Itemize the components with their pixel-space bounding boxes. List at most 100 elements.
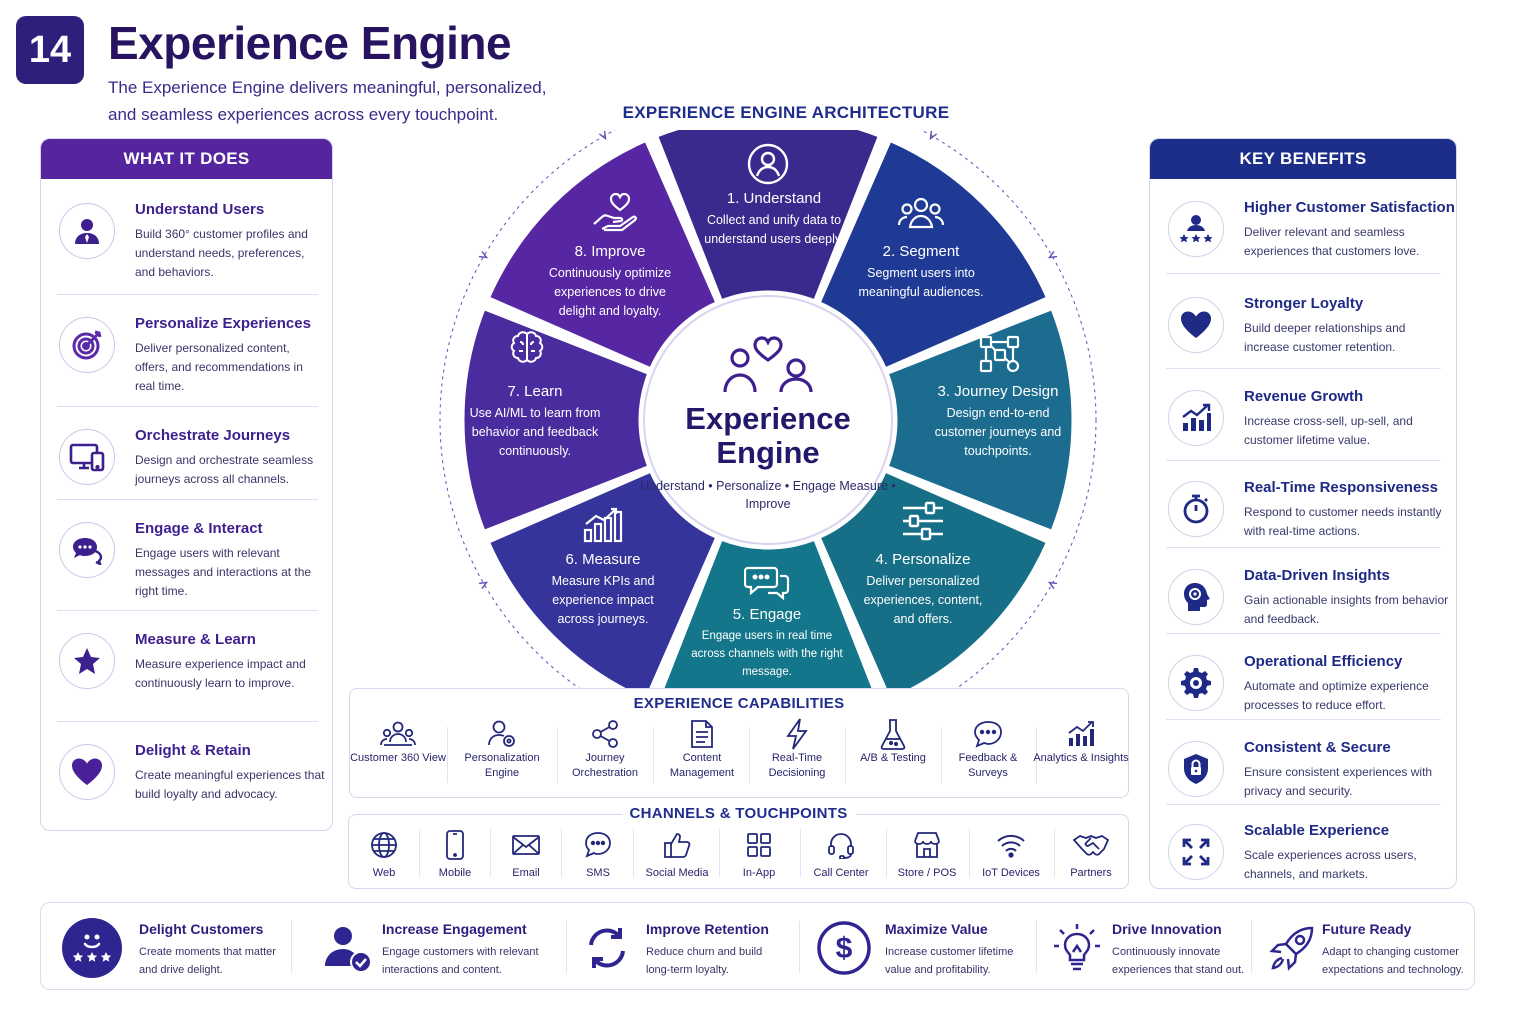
divider <box>557 727 558 783</box>
capability-label: Analytics & Insights <box>1033 752 1129 764</box>
segment-desc: Use AI/ML to learn from behavior and fee… <box>469 406 601 458</box>
channel-label: Store / POS <box>897 867 957 879</box>
flask-icon <box>880 719 906 750</box>
benefit-title: Revenue Growth <box>1244 388 1364 405</box>
wheel-segment-6 <box>487 469 719 690</box>
outcome-title: Maximize Value <box>885 921 988 937</box>
divider <box>800 829 801 877</box>
brain-icon <box>510 331 544 363</box>
channel-label: IoT Devices <box>982 867 1040 879</box>
what-item-title: Personalize Experiences <box>135 315 311 332</box>
what-item-desc: Measure experience impact and continuous… <box>135 657 306 690</box>
capability-label: Content Management <box>669 752 735 779</box>
slide-number-badge: 14 <box>16 16 84 84</box>
chat-icon <box>59 522 115 578</box>
hub-circle <box>643 295 893 545</box>
divider <box>799 921 800 973</box>
sliders-icon <box>903 501 943 541</box>
outcome-maximize-value: $ Maximize Value Increase customer lifet… <box>813 903 1053 991</box>
segment-title: 3. Journey Design <box>937 383 1059 400</box>
channel-mobile: Mobile <box>415 829 495 879</box>
headset-icon <box>828 833 854 859</box>
capabilities-title: EXPERIENCE CAPABILITIES <box>633 695 845 712</box>
channel-sms: SMS <box>558 829 638 879</box>
divider <box>1036 921 1037 973</box>
mobile-icon <box>446 830 464 860</box>
divider <box>490 829 491 877</box>
hub-subtitle: Understand • Personalize • Engage Measur… <box>640 479 896 511</box>
outcome-desc: Increase customer lifetime value and pro… <box>885 946 1014 976</box>
divider <box>57 499 318 500</box>
capability-personalization-engine: Personalization Engine <box>454 717 550 789</box>
what-item-desc: Engage users with relevant messages and … <box>135 546 312 598</box>
comment-icon <box>974 721 1002 748</box>
outcomes-bar: Delight Customers Create moments that ma… <box>40 902 1475 990</box>
what-item-desc: Build 360° customer profiles and underst… <box>135 227 308 279</box>
divider <box>1166 633 1441 634</box>
channels-title: CHANNELS & TOUCHPOINTS <box>349 805 1128 823</box>
divider <box>1166 460 1441 461</box>
segment-title: 4. Personalize <box>875 551 971 568</box>
divider <box>653 727 654 783</box>
hub-title: Experience Engine <box>685 401 851 470</box>
group-icon <box>897 197 945 229</box>
capability-label: Real-Time Decisioning <box>768 752 826 779</box>
channel-label: In-App <box>742 867 776 879</box>
benefit-desc: Automate and optimize experience process… <box>1244 679 1429 712</box>
channels-title-text: CHANNELS & TOUCHPOINTS <box>621 805 856 822</box>
what-item-title: Orchestrate Journeys <box>135 427 291 444</box>
outcome-title: Increase Engagement <box>382 921 527 937</box>
sms-icon <box>585 832 611 858</box>
what-item-title: Engage & Interact <box>135 520 263 537</box>
capability-label: Feedback & Surveys <box>958 752 1018 779</box>
channel-label: Partners <box>1070 867 1112 879</box>
dollar-icon: $ <box>813 917 875 979</box>
refresh-icon <box>576 917 638 979</box>
capabilities-box: EXPERIENCE CAPABILITIES Customer 360 Vie… <box>349 688 1129 798</box>
capability-label: Customer 360 View <box>350 752 446 764</box>
capability-real-time-decisioning: Real-Time Decisioning <box>749 717 845 789</box>
outcome-delight-customers: Delight Customers Create moments that ma… <box>61 903 291 991</box>
capability-label: A/B & Testing <box>860 752 926 764</box>
what-item-desc: Design and orchestrate seamless journeys… <box>135 453 314 486</box>
user-check-icon <box>316 917 378 979</box>
divider <box>1166 804 1441 805</box>
svg-text:$: $ <box>836 932 853 965</box>
user-icon <box>59 203 115 259</box>
segment-measure: 6. Measure Measure KPIs and experience i… <box>538 551 668 629</box>
rocket-icon <box>1261 917 1323 979</box>
channel-label: Social Media <box>645 867 709 879</box>
benefit-title: Stronger Loyalty <box>1244 295 1364 312</box>
heart-icon <box>59 744 115 800</box>
chat-icon <box>744 566 790 601</box>
stopwatch-icon <box>1168 481 1224 537</box>
store-icon <box>914 832 940 858</box>
outcome-title: Improve Retention <box>646 921 769 937</box>
devices-icon <box>59 429 115 485</box>
divider <box>1166 547 1441 548</box>
divider <box>886 829 887 877</box>
wifi-icon <box>997 834 1025 858</box>
lightbulb-icon <box>1046 917 1108 979</box>
segment-engage: 5. Engage Engage users in real time acro… <box>690 606 844 681</box>
wheel-segment-4 <box>817 469 1049 690</box>
segment-desc: Collect and unify data to understand use… <box>704 213 844 246</box>
segment-title: 6. Measure <box>565 551 641 568</box>
what-item-desc: Deliver personalized content, offers, an… <box>135 341 303 393</box>
wheel-segment-8 <box>487 139 719 371</box>
divider <box>1166 273 1441 274</box>
handshake-icon <box>1073 835 1109 856</box>
growth-chart-icon <box>1168 390 1224 446</box>
channel-label: Call Center <box>813 867 869 879</box>
divider <box>969 829 970 877</box>
cycle-arrowhead <box>1047 581 1058 590</box>
cycle-arrowhead <box>1047 250 1058 259</box>
star-icon <box>59 633 115 689</box>
channel-email: Email <box>486 829 566 879</box>
user-circle-icon <box>747 143 789 185</box>
capability-ab-testing: A/B & Testing <box>845 717 941 789</box>
people-heart-icon <box>723 336 813 393</box>
cycle-arrowhead <box>478 250 489 259</box>
capability-label: Journey Orchestration <box>571 752 639 779</box>
expand-icon <box>1168 824 1224 880</box>
